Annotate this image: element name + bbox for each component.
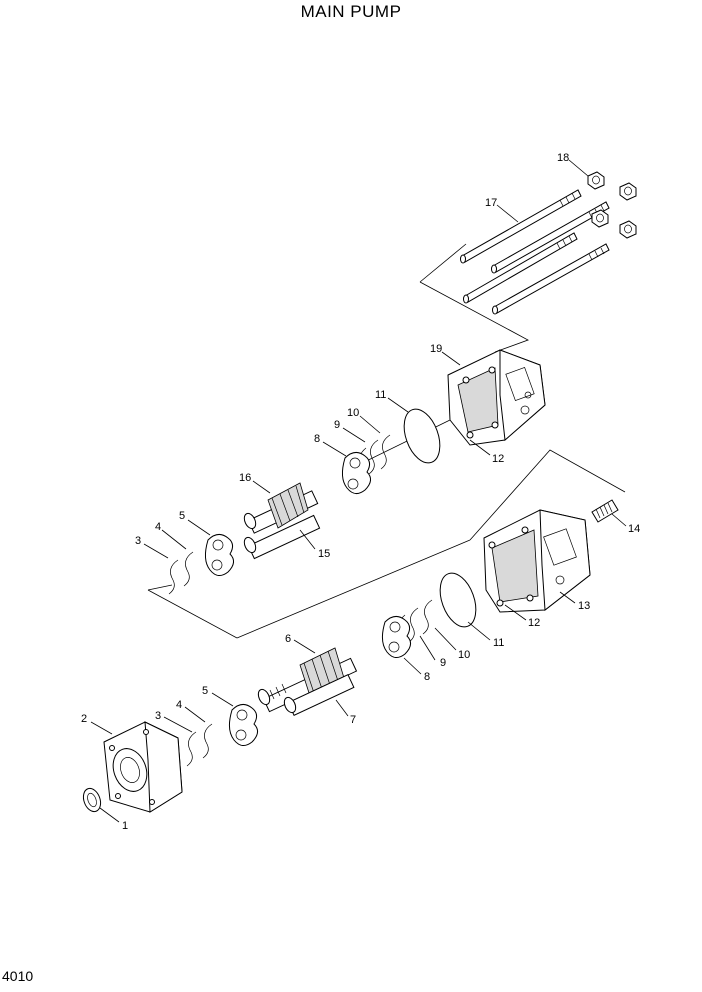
upper-drive-gear [243, 482, 319, 534]
callout-14: 14 [628, 523, 640, 535]
oil-seal [82, 787, 102, 813]
callout-9-lower: 9 [440, 657, 446, 669]
spline-coupling [591, 499, 619, 523]
gear-housing [483, 509, 591, 613]
hex-nut [619, 182, 637, 201]
lower-wear-plate [381, 616, 411, 658]
callout-7: 7 [350, 714, 356, 726]
hex-nut [591, 209, 609, 228]
callout-4-front: 4 [176, 699, 182, 711]
front-seal-rings [186, 723, 213, 767]
o-ring-lower [439, 572, 477, 628]
callout-9-upper: 9 [334, 419, 340, 431]
callout-1: 1 [122, 820, 128, 832]
tie-bolt [460, 189, 582, 264]
leader-lines [90, 159, 627, 823]
lower-driven-gear [283, 674, 355, 716]
callout-17: 17 [485, 197, 497, 209]
callout-15: 15 [318, 548, 330, 560]
callout-5-middle: 5 [179, 510, 185, 522]
tie-bolt [463, 232, 578, 304]
tie-bolt [492, 243, 610, 315]
callout-11-lower: 11 [493, 637, 504, 649]
callout-4-middle: 4 [155, 521, 161, 533]
page-title: MAIN PUMP [300, 2, 402, 21]
front-cover-flange [103, 721, 183, 813]
callout-labels: 1 2 3 4 5 6 7 8 9 10 11 12 13 14 3 4 5 1… [81, 152, 640, 832]
o-ring-upper [403, 408, 441, 464]
callout-10-upper: 10 [347, 407, 359, 419]
hex-nut [587, 171, 605, 190]
callout-18: 18 [557, 152, 569, 164]
callout-11-upper: 11 [375, 389, 386, 401]
callout-12-lower: 12 [528, 617, 540, 629]
middle-seal-rings [168, 551, 194, 595]
front-wear-plate [228, 704, 258, 746]
callout-16: 16 [239, 472, 251, 484]
callout-6: 6 [285, 633, 291, 645]
tie-bolt [491, 201, 610, 274]
callout-5-front: 5 [202, 685, 208, 697]
tie-bolt-set [460, 189, 610, 315]
hex-nut [619, 220, 637, 239]
nut-set [587, 171, 637, 239]
callout-19: 19 [430, 343, 442, 355]
callout-2: 2 [81, 713, 87, 725]
upper-wear-plate [341, 452, 371, 494]
callout-3-middle: 3 [135, 535, 141, 547]
rear-cover [447, 349, 546, 446]
upper-driven-gear [243, 514, 321, 560]
page-number: 4010 [2, 968, 34, 984]
callout-3-front: 3 [155, 710, 161, 722]
callout-13: 13 [578, 600, 590, 612]
callout-10-lower: 10 [458, 649, 470, 661]
callout-8-upper: 8 [314, 433, 320, 445]
callout-8-lower: 8 [424, 671, 430, 683]
middle-wear-plate [204, 534, 234, 576]
callout-12-upper: 12 [492, 453, 504, 465]
